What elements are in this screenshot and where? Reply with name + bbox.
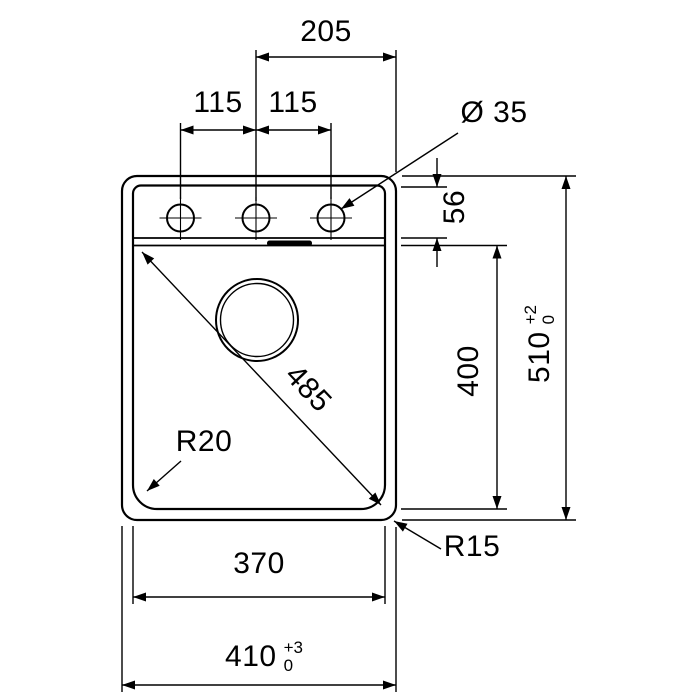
dim-410-graphics: [121, 526, 397, 692]
dim-510-label: 510 +2 0: [521, 305, 558, 383]
sink-outer-edge: [120, 174, 398, 522]
sink-outline: [120, 174, 398, 522]
dim-56-graphics: [401, 158, 447, 267]
dim-115-right-label: 115: [268, 86, 318, 119]
dim-410-tolerance: +3 0: [284, 639, 303, 675]
radius-r20-label: R20: [175, 425, 233, 458]
hole-diameter-label: Ø 35: [460, 96, 528, 129]
dim-510-tol-plus: +2: [521, 305, 541, 325]
drain: [215, 278, 299, 362]
dim-410-tol-minus: 0: [283, 656, 294, 675]
dim-400-label: 400: [452, 345, 485, 397]
overflow-slot: [267, 240, 312, 246]
dim-205-label: 205: [300, 15, 352, 48]
dim-510-tol-minus: 0: [539, 314, 558, 325]
r15-leader: [393, 520, 442, 550]
dim-510-value: 510: [523, 331, 556, 383]
drain-outer-circle: [215, 278, 299, 362]
dim-410-label: 410 +3 0: [225, 639, 303, 675]
dim-56-label: 56: [438, 189, 471, 225]
dim-370-graphics: [132, 526, 386, 604]
dim-115-graphics: [179, 123, 332, 199]
faucet-holes: [159, 197, 352, 240]
dim-410-tol-plus: +3: [283, 638, 303, 658]
sink-inner-edge: [131, 184, 387, 511]
faucet-hole-center: [235, 197, 277, 240]
dim-400-graphics: [401, 244, 507, 510]
dim-510-graphics: [402, 175, 576, 521]
dim-410-value: 410: [225, 640, 277, 673]
dia-35-leader: [340, 132, 459, 210]
r20-leader: [146, 460, 182, 492]
dim-510-tolerance: +2 0: [521, 305, 558, 325]
dim-115-left-label: 115: [193, 86, 243, 119]
dim-205-graphics: [255, 50, 397, 201]
dim-485-graphics: [141, 251, 382, 506]
faucet-hole-left: [159, 197, 202, 240]
faucet-hole-right: [310, 197, 352, 240]
drain-inner-circle: [219, 282, 295, 358]
radius-r15-label: R15: [443, 530, 501, 563]
dim-370-label: 370: [233, 547, 285, 580]
